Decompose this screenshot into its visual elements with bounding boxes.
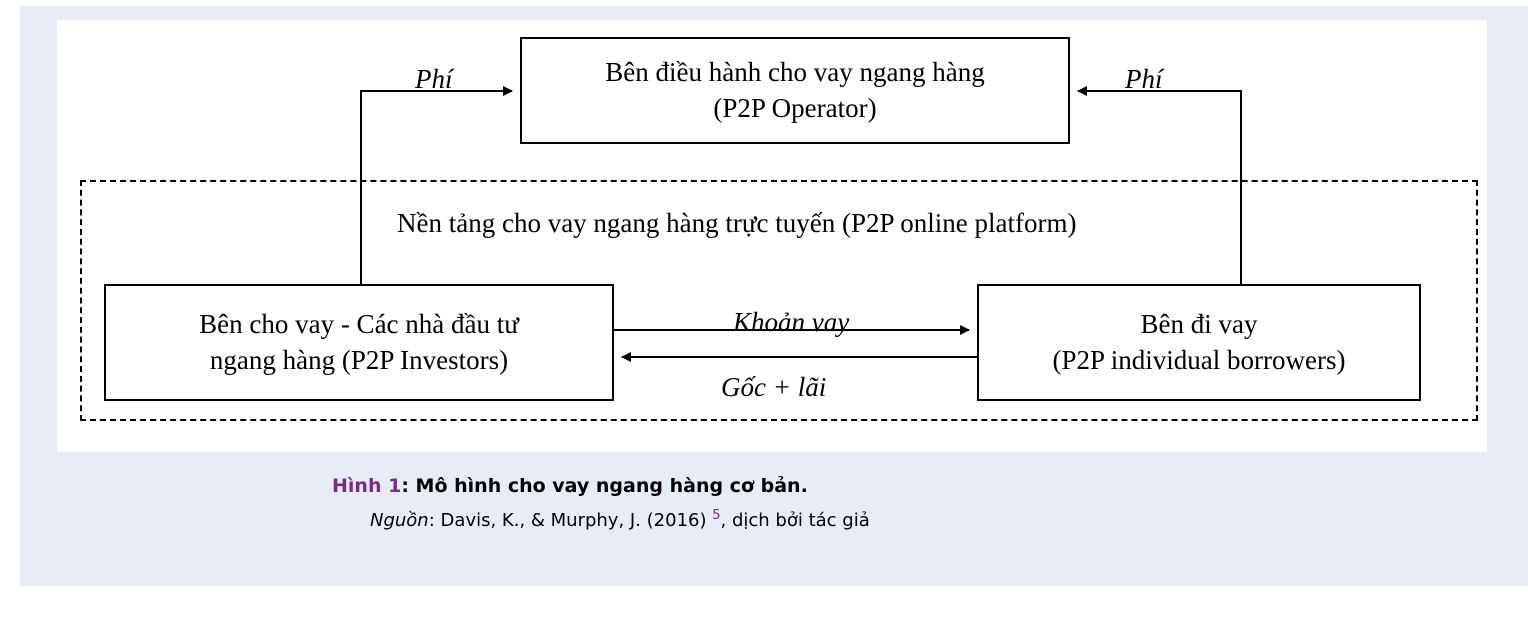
operator-line2: (P2P Operator) [713, 92, 877, 123]
lender-line1: Bên cho vay - Các nhà đầu tư [199, 309, 519, 340]
fee-edge-left [360, 86, 513, 284]
figure-panel: Nền tảng cho vay ngang hàng trực tuyến (… [20, 6, 1528, 586]
borrower-node: Bên đi vay (P2P individual borrowers) [977, 284, 1421, 401]
figure-number: Hình 1 [332, 475, 402, 497]
caption-title-line: Hình 1: Mô hình cho vay ngang hàng cơ bả… [332, 471, 1332, 501]
operator-line1: Bên điều hành cho vay ngang hàng [605, 57, 985, 88]
fee-label-left: Phí [415, 64, 453, 94]
borrower-line2: (P2P individual borrowers) [1052, 344, 1346, 375]
diagram-connectors [360, 86, 1242, 362]
caption-title: Mô hình cho vay ngang hàng cơ bản [415, 475, 801, 497]
fee-edge-right [1077, 86, 1242, 284]
borrower-line1: Bên đi vay [1140, 309, 1258, 340]
loan-label: Khoản vay [733, 307, 850, 337]
caption-source-line: Nguồn: Davis, K., & Murphy, J. (2016) 5,… [332, 501, 1332, 536]
diagram-area: Nền tảng cho vay ngang hàng trực tuyến (… [57, 20, 1487, 452]
figure-caption: Hình 1: Mô hình cho vay ngang hàng cơ bả… [332, 471, 1332, 536]
source-suffix: , dịch bởi tác giả [720, 510, 870, 531]
caption-title-end: . [800, 475, 808, 497]
lender-node: Bên cho vay - Các nhà đầu tư ngang hàng … [104, 284, 614, 401]
lender-line2: ngang hàng (P2P Investors) [209, 344, 509, 375]
platform-boundary [80, 180, 1478, 421]
source-colon: : [428, 510, 435, 531]
source-reference-link[interactable]: 5 [712, 508, 721, 523]
caption-colon: : [401, 475, 409, 497]
repayment-label: Gốc + lãi [721, 372, 827, 402]
source-label: Nguồn [370, 510, 429, 531]
source-text: Davis, K., & Murphy, J. (2016) [440, 510, 707, 531]
platform-label: Nền tảng cho vay ngang hàng trực tuyến (… [397, 208, 1077, 238]
fee-label-right: Phí [1125, 64, 1163, 94]
operator-node: Bên điều hành cho vay ngang hàng (P2P Op… [520, 37, 1070, 144]
